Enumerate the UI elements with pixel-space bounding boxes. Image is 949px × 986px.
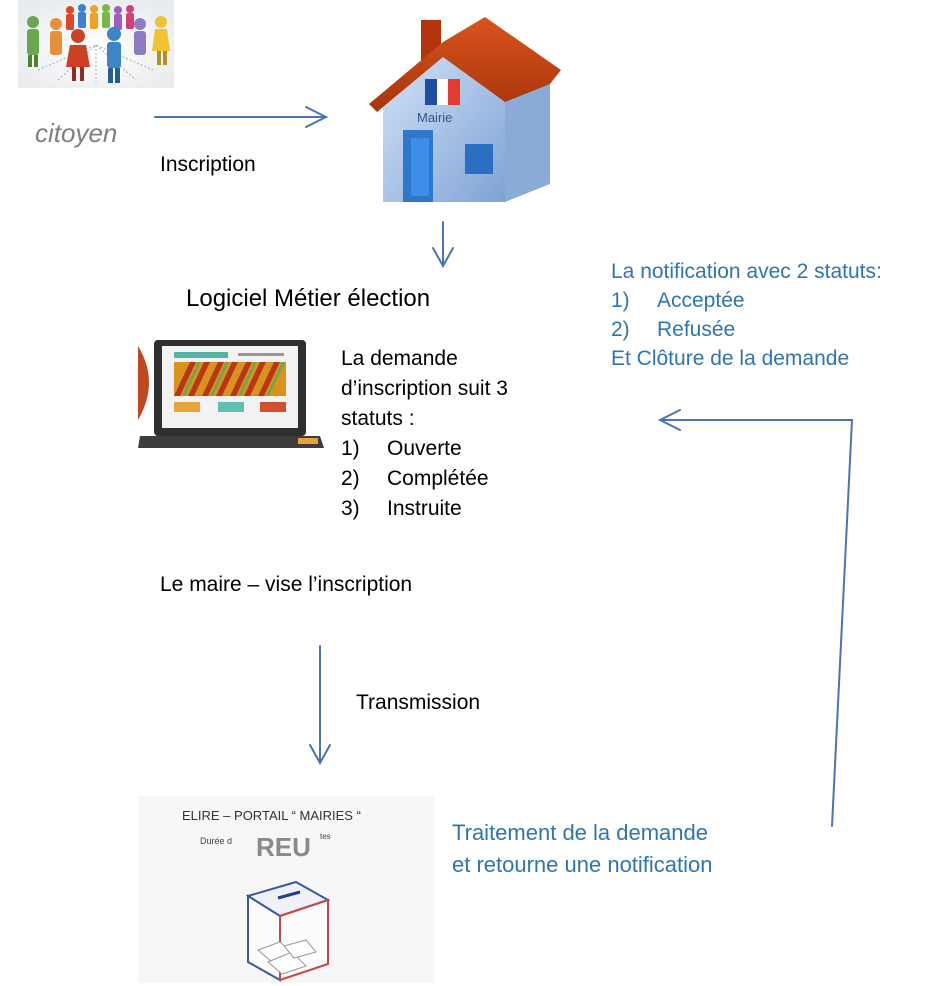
processing-text: Traitement de la demande et retourne une… [452,817,713,881]
list-item: 1)Acceptée [611,289,745,312]
list-item: 2)Refusée [611,318,736,341]
reu-portal-image: ELIRE – PORTAIL “ MAIRIES “ Durée d REU … [138,796,434,983]
transmission-label: Transmission [356,691,481,714]
mairie-sign: Mairie [417,110,452,125]
processing-line-2: et retourne une notification [452,852,713,877]
processing-line-1: Traitement de la demande [452,820,708,845]
ballot-box-icon [245,880,331,982]
mairie-house-image: Mairie [365,12,565,212]
notification-text: La notification avec 2 statuts: 1)Accept… [611,257,882,373]
list-item: 2)Complétée [341,467,489,490]
laptop-image [138,336,326,456]
citizens-image [18,0,174,88]
list-item: 1)Ouverte [341,437,462,460]
request-text: La demande d’inscription suit 3 statuts … [341,344,508,524]
citizen-label: citoyen [35,118,118,148]
software-title: Logiciel Métier élection [186,285,431,312]
reu-small-right: tes [320,832,331,841]
reu-small-left: Durée d [200,836,233,846]
mayor-text: Le maire – vise l’inscription [160,573,413,596]
request-line-3: statuts : [341,407,415,430]
notification-status-list: 1)Acceptée 2)Refusée [611,286,882,344]
reu-portal-title: ELIRE – PORTAIL “ MAIRIES “ [182,808,361,823]
notification-title: La notification avec 2 statuts: [611,260,882,283]
inscription-label: Inscription [160,153,256,176]
request-status-list: 1)Ouverte 2)Complétée 3)Instruite [341,434,508,524]
request-line-2: d’inscription suit 3 [341,377,508,400]
arrow-notification-return [659,419,854,827]
list-item: 3)Instruite [341,497,462,520]
reu-name: REU [256,832,311,862]
request-line-1: La demande [341,347,458,370]
notification-closing: Et Clôture de la demande [611,347,850,370]
